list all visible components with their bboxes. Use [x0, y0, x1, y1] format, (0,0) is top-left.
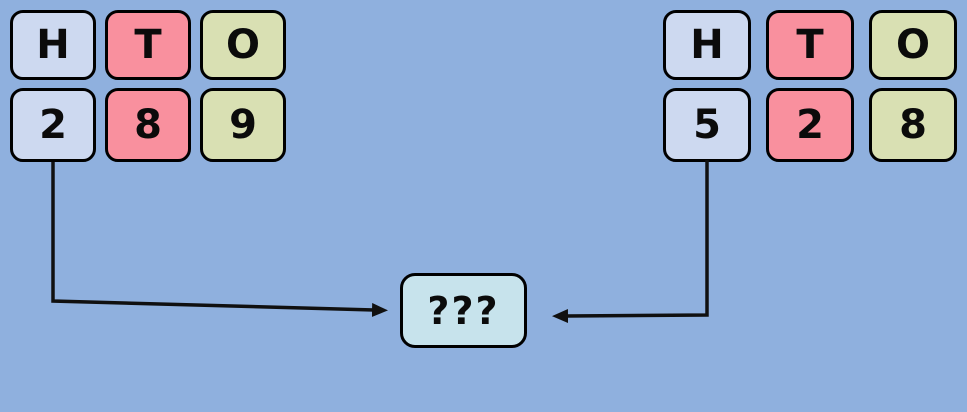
digit-ones-left: 9 — [200, 88, 286, 162]
header-ones-left: O — [200, 10, 286, 80]
header-hundreds-left: H — [10, 10, 96, 80]
place-value-table-left: H T O 2 8 9 — [10, 10, 286, 162]
arrow-left-hundreds-to-result — [51, 162, 388, 317]
digit-hundreds-right: 5 — [663, 88, 751, 162]
digit-ones-right: 8 — [869, 88, 957, 162]
digit-tens-right: 2 — [766, 88, 854, 162]
header-ones-right: O — [869, 10, 957, 80]
result-answer-box[interactable]: ??? — [400, 273, 527, 348]
digit-tens-left: 8 — [105, 88, 191, 162]
arrow-right-hundreds-to-result — [552, 160, 709, 323]
header-hundreds-right: H — [663, 10, 751, 80]
digit-hundreds-left: 2 — [10, 88, 96, 162]
header-tens-left: T — [105, 10, 191, 80]
header-tens-right: T — [766, 10, 854, 80]
place-value-table-right: H T O 5 2 8 — [663, 10, 957, 162]
